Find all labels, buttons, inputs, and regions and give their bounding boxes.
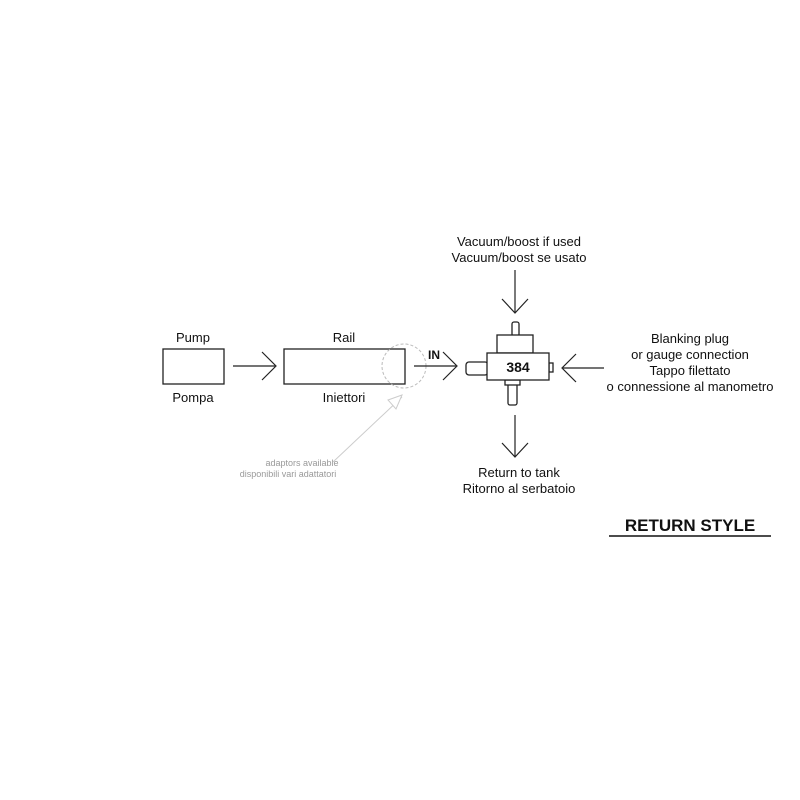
rail-label-it: Iniettori — [323, 390, 366, 405]
regulator-label: 384 — [506, 359, 530, 375]
adaptors-text-it: disponibili vari adattatori — [240, 469, 337, 479]
arrow-vacuum-down — [501, 270, 529, 314]
diagram-title: RETURN STYLE — [625, 516, 755, 535]
return-text-it: Ritorno al serbatoio — [463, 481, 576, 496]
adaptors-text-en: adaptors available — [265, 458, 338, 468]
pump-box — [162, 348, 225, 385]
arrow-return-down — [501, 415, 529, 458]
pressure-regulator: 384 — [465, 321, 554, 406]
arrow-pump-to-rail — [233, 351, 277, 381]
rail-label: Rail — [333, 330, 356, 345]
vacuum-text-en: Vacuum/boost if used — [457, 234, 581, 249]
inlet-label: IN — [428, 348, 440, 362]
pump-label: Pump — [176, 330, 210, 345]
blanking-text-3: Tappo filettato — [650, 363, 731, 378]
adaptor-callout-arrow — [332, 394, 403, 463]
vacuum-text-it: Vacuum/boost se usato — [452, 250, 587, 265]
pump-label-it: Pompa — [172, 390, 214, 405]
return-text-en: Return to tank — [478, 465, 560, 480]
blanking-text-4: o connessione al manometro — [607, 379, 774, 394]
blanking-text-1: Blanking plug — [651, 331, 729, 346]
blanking-text-2: or gauge connection — [631, 347, 749, 362]
arrow-blanking-left — [561, 353, 604, 383]
rail-box — [283, 348, 406, 385]
arrow-rail-to-regulator — [414, 351, 458, 381]
